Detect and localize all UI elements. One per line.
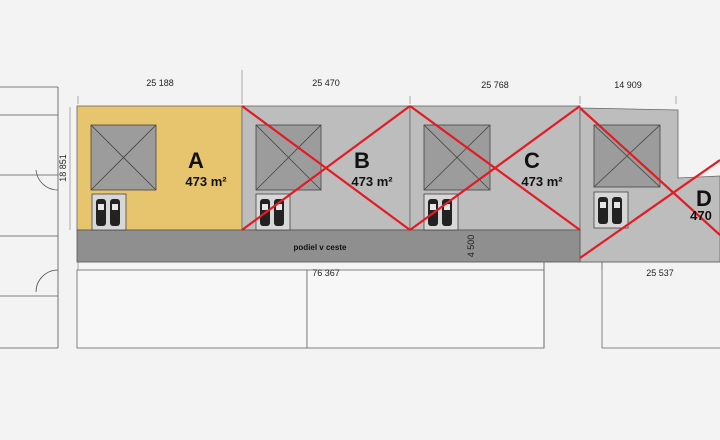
plot-b-area: 473 m² <box>351 174 393 189</box>
sold-cross-d <box>579 107 720 259</box>
dim-bottom-total: 76 367 <box>312 268 340 278</box>
dim-left-depth: 18 851 <box>58 154 68 182</box>
dim-top-b: 25 470 <box>312 78 340 88</box>
plot-c-letter: C <box>524 148 540 173</box>
house-d <box>593 124 661 188</box>
house-a <box>90 124 157 191</box>
carport-b <box>255 193 291 231</box>
plot-a-area: 473 m² <box>185 174 227 189</box>
shared-road <box>76 229 581 263</box>
sold-cross-c <box>409 105 581 231</box>
dim-top-c: 25 768 <box>481 80 509 90</box>
plot-a-letter: A <box>188 148 204 173</box>
carport-d <box>593 191 629 229</box>
plot-c-area: 473 m² <box>521 174 563 189</box>
carport-a <box>91 193 127 231</box>
dim-road-width: 4 500 <box>466 235 476 258</box>
dim-top-d: 14 909 <box>614 80 642 90</box>
dim-bottom-right: 25 537 <box>646 268 674 278</box>
road-label: podiel v ceste <box>294 243 347 252</box>
plot-d-letter: D <box>696 186 712 211</box>
lower-plots <box>76 261 720 349</box>
dim-top-a: 25 188 <box>146 78 174 88</box>
sold-cross-b <box>241 105 411 231</box>
plot-b-letter: B <box>354 148 370 173</box>
plot-d-area: 470 <box>690 208 712 223</box>
neighbour-plots-left <box>0 86 59 349</box>
